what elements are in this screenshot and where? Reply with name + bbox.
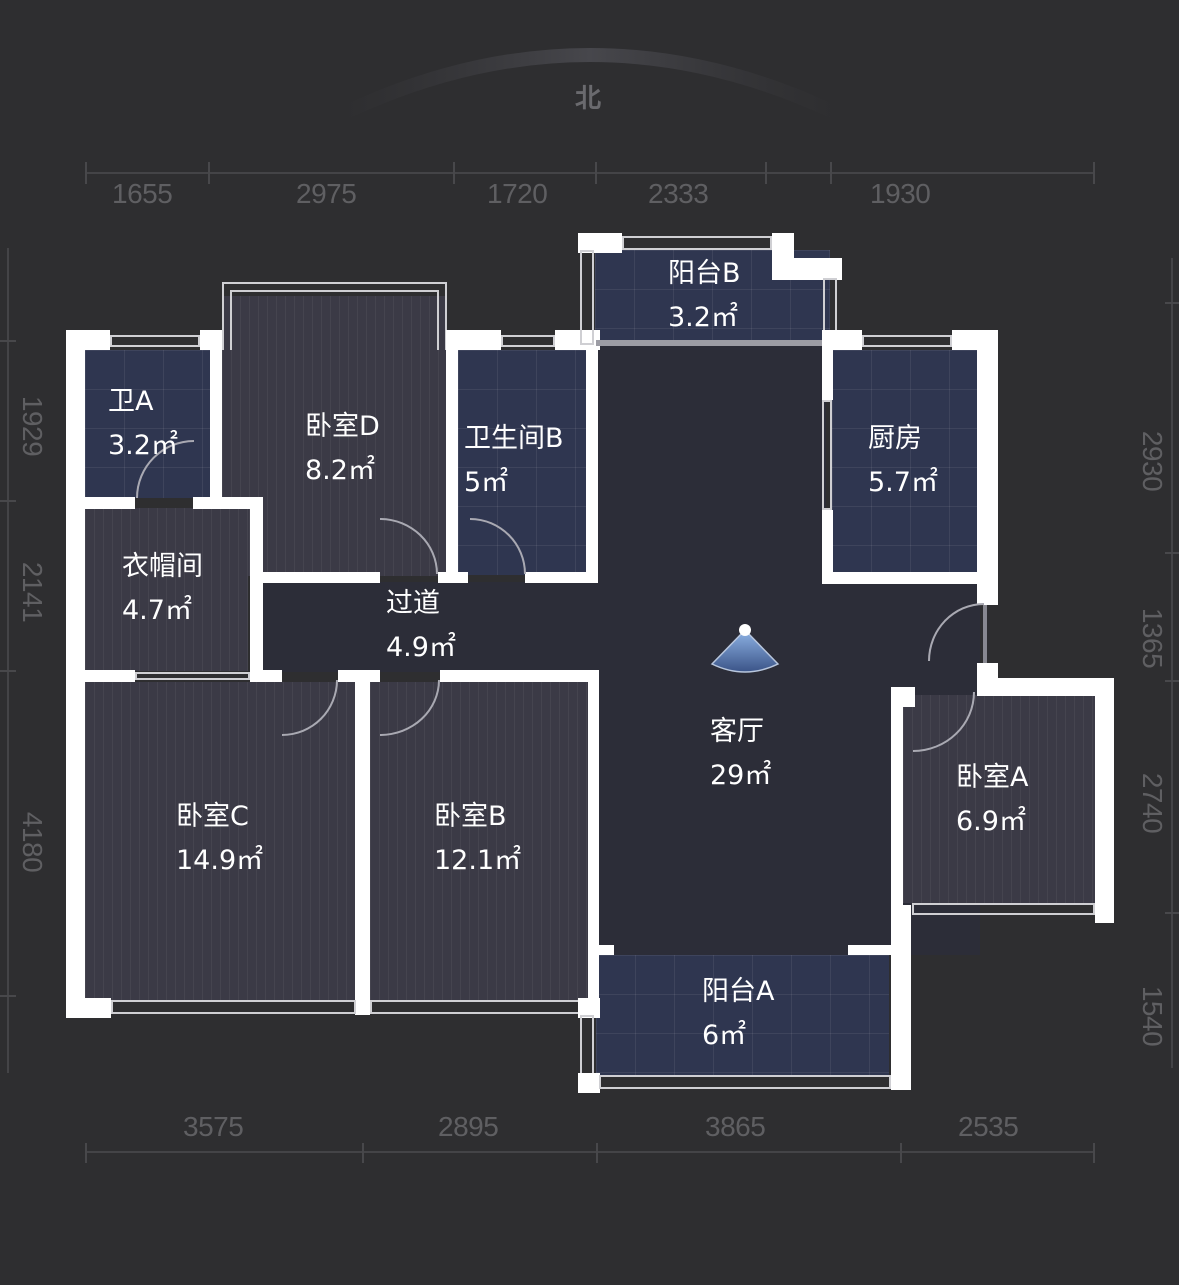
- room-area: 5.7㎡: [868, 467, 938, 498]
- room-area: 6㎡: [702, 1020, 747, 1051]
- corridor-floor: [262, 582, 602, 672]
- room-area: 6.9㎡: [956, 806, 1026, 837]
- room-bedroom-b[interactable]: [370, 682, 592, 1000]
- dim-right-1: 2930: [1137, 430, 1169, 492]
- bottom-dimension-line: [85, 1151, 1095, 1153]
- dim-bottom-4: 2535: [958, 1111, 1019, 1142]
- room-name: 卫生间B: [464, 423, 564, 454]
- label-bedroom-c: 卧室C 14.9㎡: [176, 795, 263, 883]
- dim-bottom-3: 3865: [705, 1111, 766, 1142]
- room-name: 过道: [386, 588, 440, 619]
- label-bedroom-b: 卧室B 12.1㎡: [434, 795, 521, 883]
- right-dimension-line: [1171, 258, 1173, 1068]
- living-room-floor: [596, 345, 826, 955]
- label-balcony-b: 阳台B 3.2㎡: [668, 252, 741, 340]
- room-area: 29㎡: [710, 760, 772, 791]
- bedroom-a-window: [912, 903, 1095, 915]
- label-cloakroom: 衣帽间 4.7㎡: [122, 545, 203, 633]
- bedroom-d-bay-window: [222, 282, 447, 350]
- room-kitchen[interactable]: [832, 350, 977, 572]
- label-corridor: 过道 4.9㎡: [386, 582, 456, 670]
- camera-viewpoint-icon[interactable]: [708, 620, 782, 676]
- compass-arc-icon: [336, 48, 844, 122]
- compass-north-label: 北: [575, 84, 602, 114]
- room-bedroom-c[interactable]: [85, 682, 355, 1000]
- room-name: 卧室B: [434, 801, 507, 832]
- room-area: 12.1㎡: [434, 845, 522, 876]
- dim-top-4: 2333: [648, 178, 709, 209]
- dim-top-1: 1655: [112, 178, 173, 209]
- dim-right-4: 1540: [1137, 985, 1169, 1047]
- dim-right-2: 1365: [1137, 607, 1169, 669]
- dim-top-5: 1930: [870, 178, 931, 209]
- room-name: 衣帽间: [122, 551, 203, 582]
- room-name: 阳台A: [702, 976, 775, 1007]
- room-area: 14.9㎡: [176, 845, 264, 876]
- top-dimension-line: [85, 172, 1095, 174]
- label-kitchen: 厨房 5.7㎡: [868, 417, 938, 505]
- room-name: 厨房: [868, 423, 922, 454]
- room-area: 4.7㎡: [122, 595, 192, 626]
- balcony-a-window: [599, 1075, 891, 1089]
- room-wei-a[interactable]: [85, 350, 210, 498]
- room-name: 客厅: [710, 716, 764, 747]
- dim-right-3: 2740: [1137, 772, 1169, 834]
- room-name: 卧室A: [956, 762, 1029, 793]
- label-bedroom-a: 卧室A 6.9㎡: [956, 756, 1028, 844]
- room-area: 8.2㎡: [305, 455, 375, 486]
- room-bedroom-a[interactable]: [903, 695, 1095, 903]
- bedroom-b-window: [370, 1000, 582, 1014]
- balcony-b-window: [622, 236, 772, 250]
- room-area: 5㎡: [464, 467, 509, 498]
- room-name: 阳台B: [668, 258, 741, 289]
- room-name: 卧室D: [305, 411, 380, 442]
- compass: [320, 20, 860, 140]
- room-balcony-a[interactable]: [596, 955, 889, 1075]
- dim-bottom-2: 2895: [438, 1111, 499, 1142]
- dim-top-2: 2975: [296, 178, 357, 209]
- left-dimension-line: [7, 248, 9, 1073]
- dim-left-1: 1929: [17, 395, 49, 457]
- room-name: 卧室C: [176, 801, 249, 832]
- label-living-room: 客厅 29㎡: [710, 710, 771, 798]
- label-wei-a: 卫A 3.2㎡: [108, 380, 178, 468]
- room-area: 3.2㎡: [668, 302, 738, 333]
- room-cloakroom[interactable]: [85, 508, 248, 671]
- label-balcony-a: 阳台A 6㎡: [702, 970, 774, 1058]
- room-area: 4.9㎡: [386, 632, 456, 663]
- label-bedroom-d: 卧室D 8.2㎡: [305, 405, 380, 493]
- room-area: 3.2㎡: [108, 430, 178, 461]
- room-name: 卫A: [108, 386, 154, 417]
- label-bathroom-b: 卫生间B 5㎡: [464, 417, 564, 505]
- dim-left-2: 2141: [17, 561, 49, 623]
- dim-top-3: 1720: [487, 178, 548, 209]
- dim-bottom-1: 3575: [183, 1111, 244, 1142]
- bedroom-c-window: [111, 1000, 356, 1014]
- dim-left-3: 4180: [17, 811, 49, 873]
